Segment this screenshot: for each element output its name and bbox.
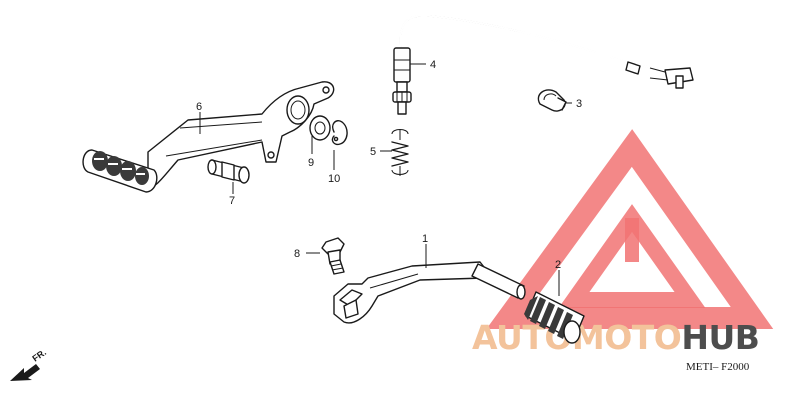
watermark-moto: MOTO: [572, 318, 681, 357]
watermark-text: AUTOMOTOHUB: [472, 318, 759, 357]
bolt: [321, 237, 345, 275]
front-arrow-icon: [10, 364, 40, 381]
callout-9: 9: [308, 157, 314, 169]
callout-8: 8: [294, 248, 300, 260]
callout-6: 6: [196, 101, 202, 113]
callout-2: 2: [555, 259, 561, 271]
callout-5: 5: [370, 146, 376, 158]
diagram-code: METI– F2000: [686, 361, 750, 373]
callout-4: 4: [430, 59, 436, 71]
pivot-collar: [207, 159, 250, 184]
callouts: 1 2 3 4 5 6 7 8 9 10: [196, 59, 582, 271]
callout-7: 7: [229, 195, 235, 207]
direction-label: FR.: [30, 347, 48, 364]
circlip: [331, 120, 348, 146]
stop-switch-cable: [392, 14, 694, 115]
direction-indicator: FR.: [10, 347, 48, 381]
leader-lines: [199, 63, 572, 296]
change-pedal: [333, 261, 526, 324]
clamp: [537, 89, 567, 112]
watermark: AUTOMOTOHUB: [472, 129, 774, 357]
callout-3: 3: [576, 98, 582, 110]
brake-pedal: [82, 81, 335, 193]
change-pedal-rubber: [524, 291, 585, 344]
watermark-logo: [486, 129, 774, 329]
spring: [391, 129, 409, 176]
callout-10: 10: [328, 173, 340, 185]
washer: [309, 115, 331, 141]
watermark-hub: HUB: [681, 318, 759, 357]
callout-1: 1: [422, 233, 428, 245]
